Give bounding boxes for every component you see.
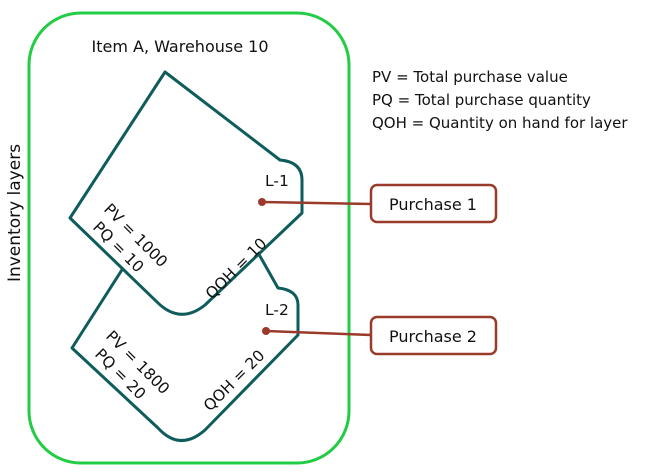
container-title: Item A, Warehouse 10 [92,37,269,56]
layer-l2-id: L-2 [265,301,289,319]
connector-l1-dot [258,198,266,206]
connector-l1-purchase1 [261,200,372,206]
legend-pv: PV = Total purchase value [372,68,568,86]
inventory-layers-label: Inventory layers [5,144,25,282]
purchase-2-box: Purchase 2 [369,315,498,356]
connector-l2-purchase2 [265,329,372,337]
layer-l1-shape [68,70,304,316]
item-warehouse-container [27,11,351,465]
purchase-1-label: Purchase 1 [389,195,477,214]
purchase-2-label: Purchase 2 [389,327,477,346]
legend-qoh: QOH = Quantity on hand for layer [372,114,628,132]
connector-l2-dot [262,327,270,335]
purchase-1-box: Purchase 1 [369,183,498,224]
legend-pq: PQ = Total purchase quantity [372,91,591,109]
layer-l1-id: L-1 [265,172,289,190]
